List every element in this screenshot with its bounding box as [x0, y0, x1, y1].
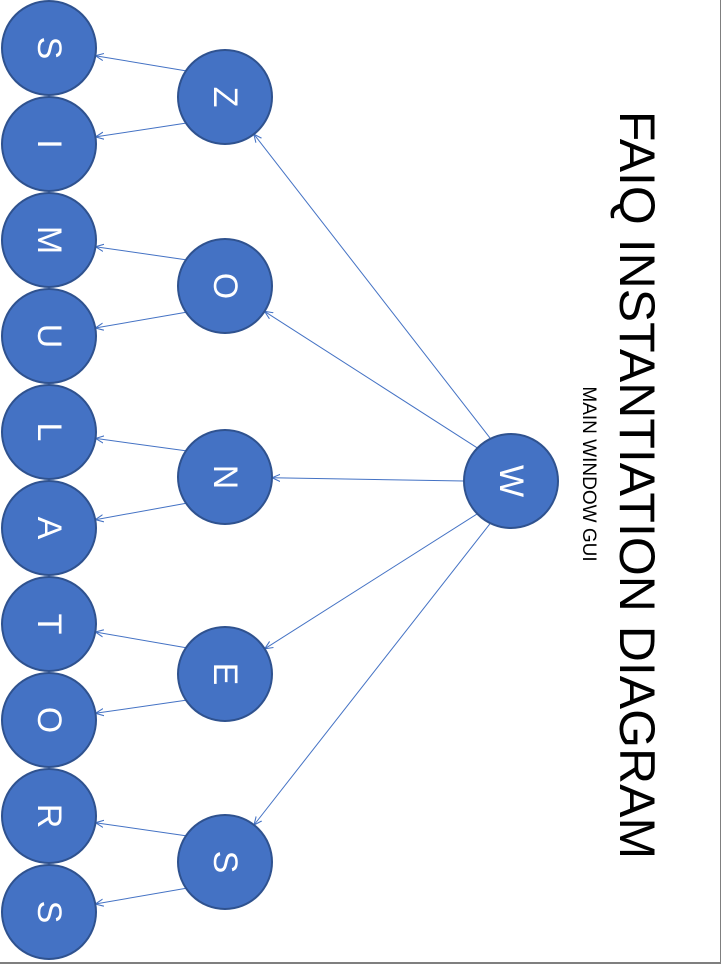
node-circle-u: [1, 288, 97, 384]
node-circle-s: [177, 814, 273, 910]
edges-layer: [95, 56, 496, 904]
node-a: A: [1, 480, 97, 576]
node-label-s: S: [206, 851, 244, 874]
node-label-s2: S: [30, 901, 68, 924]
node-label-w: W: [492, 465, 530, 497]
node-r: R: [1, 768, 97, 864]
edge-w-to-s: [254, 516, 496, 825]
node-circle-w: [463, 433, 559, 529]
node-circle-r: [1, 768, 97, 864]
node-label-u: U: [30, 324, 68, 349]
node-label-i: I: [30, 139, 68, 148]
node-s: S: [177, 814, 273, 910]
node-circle-z: [177, 49, 273, 145]
node-circle-s1: [1, 0, 97, 96]
node-circle-o2: [1, 672, 97, 768]
edge-w-to-e: [265, 505, 490, 649]
node-label-n: N: [206, 465, 244, 490]
nodes-layer: W Z O N E S S I M U L A T O R S: [1, 0, 559, 960]
node-circle-t: [1, 576, 97, 672]
node-s1: S: [1, 0, 97, 96]
edge-z-to-s1: [95, 56, 189, 72]
edge-w-to-n: [272, 478, 465, 481]
node-n: N: [177, 429, 273, 525]
edge-n-to-l: [96, 438, 189, 452]
node-e: E: [177, 626, 273, 722]
node-label-o: O: [206, 273, 244, 299]
node-circle-s2: [1, 864, 97, 960]
diagram-title: FAIQ INSTANTIATION DIAGRAM: [609, 111, 665, 859]
node-circle-l: [1, 384, 97, 480]
node-z: Z: [177, 49, 273, 145]
node-label-o2: O: [30, 707, 68, 733]
node-s2: S: [1, 864, 97, 960]
edge-e-to-o2: [96, 699, 189, 713]
node-circle-o: [177, 238, 273, 334]
node-m: M: [1, 192, 97, 288]
node-label-e: E: [206, 663, 244, 686]
node-t: T: [1, 576, 97, 672]
node-o: O: [177, 238, 273, 334]
node-circle-m: [1, 192, 97, 288]
edge-s-to-s2: [95, 887, 189, 904]
node-circle-n: [177, 429, 273, 525]
edge-w-to-z: [254, 134, 496, 446]
node-w: W: [463, 433, 559, 529]
node-i: I: [1, 96, 97, 192]
node-label-s1: S: [30, 37, 68, 60]
edge-n-to-a: [95, 502, 189, 520]
node-label-t: T: [30, 614, 68, 635]
edge-o-to-m: [96, 247, 189, 261]
edge-e-to-t: [95, 632, 189, 649]
node-label-r: R: [30, 804, 68, 829]
edge-z-to-i: [96, 122, 189, 137]
node-circle-i: [1, 96, 97, 192]
edge-o-to-u: [95, 311, 189, 328]
edge-s-to-r: [96, 823, 189, 837]
node-label-a: A: [30, 517, 68, 540]
node-label-l: L: [30, 423, 68, 442]
node-label-m: M: [30, 226, 68, 254]
node-label-z: Z: [206, 87, 244, 108]
node-circle-e: [177, 626, 273, 722]
node-o2: O: [1, 672, 97, 768]
node-circle-a: [1, 480, 97, 576]
edge-w-to-o: [265, 311, 490, 457]
diagram-subtitle: MAIN WINDOW GUI: [578, 386, 599, 561]
node-l: L: [1, 384, 97, 480]
node-u: U: [1, 288, 97, 384]
